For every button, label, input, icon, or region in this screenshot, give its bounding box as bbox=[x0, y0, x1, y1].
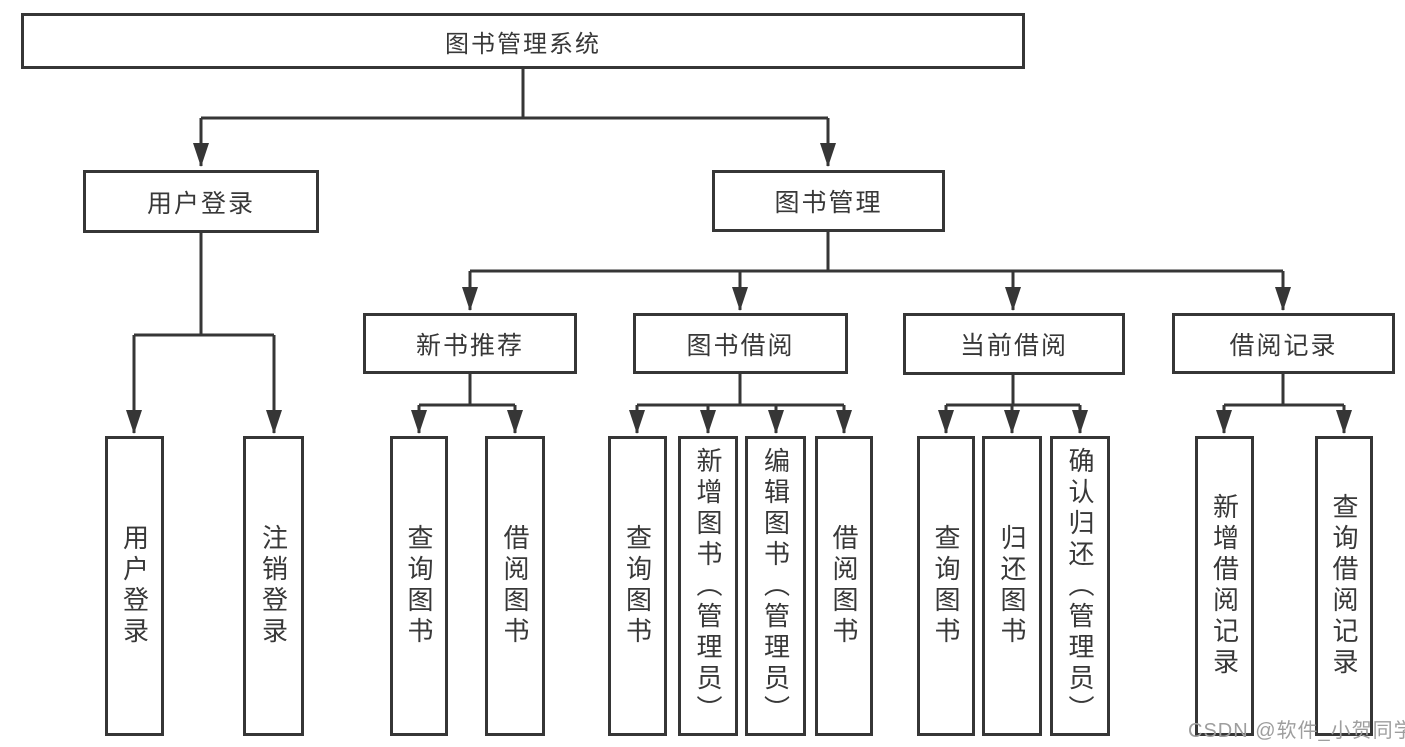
leaf-confirm-return-admin: 确认归还（管理员） bbox=[1050, 436, 1110, 736]
node-book-management: 图书管理 bbox=[712, 170, 945, 232]
leaf-add-borrow-record: 新增借阅记录 bbox=[1195, 436, 1254, 736]
node-root-system: 图书管理系统 bbox=[21, 13, 1025, 69]
leaf-label: 确认归还（管理员） bbox=[1065, 446, 1095, 726]
leaf-label: 查询图书 bbox=[931, 524, 961, 648]
leaf-query-borrow-record: 查询借阅记录 bbox=[1315, 436, 1373, 736]
leaf-logout: 注销登录 bbox=[243, 436, 304, 736]
leaf-borrow-books: 借阅图书 bbox=[815, 436, 873, 736]
leaf-label: 借阅图书 bbox=[829, 524, 859, 648]
leaf-query-books: 查询图书 bbox=[390, 436, 448, 736]
leaf-user-login: 用户登录 bbox=[105, 436, 164, 736]
node-new-book-recommend: 新书推荐 bbox=[363, 313, 577, 374]
node-book-borrow: 图书借阅 bbox=[633, 313, 848, 374]
leaf-query-books: 查询图书 bbox=[608, 436, 667, 736]
node-current-borrow: 当前借阅 bbox=[903, 313, 1125, 375]
leaf-label: 新增图书（管理员） bbox=[693, 446, 723, 726]
leaf-borrow-books: 借阅图书 bbox=[485, 436, 545, 736]
node-user-login: 用户登录 bbox=[83, 170, 319, 233]
leaf-label: 查询借阅记录 bbox=[1329, 493, 1359, 679]
leaf-label: 用户登录 bbox=[119, 524, 150, 648]
leaf-query-books: 查询图书 bbox=[917, 436, 975, 736]
leaf-label: 归还图书 bbox=[997, 524, 1027, 648]
leaf-add-books-admin: 新增图书（管理员） bbox=[678, 436, 738, 736]
leaf-label: 编辑图书（管理员） bbox=[760, 446, 791, 726]
leaf-label: 新增借阅记录 bbox=[1209, 493, 1240, 679]
leaf-label: 注销登录 bbox=[258, 524, 289, 648]
leaf-label: 查询图书 bbox=[404, 524, 434, 648]
node-borrow-records: 借阅记录 bbox=[1172, 313, 1395, 374]
csdn-watermark: CSDN @软件_小贺同学 bbox=[1188, 720, 1405, 742]
connector-trunks bbox=[134, 69, 1344, 407]
leaf-edit-books-admin: 编辑图书（管理员） bbox=[745, 436, 806, 736]
leaf-return-books: 归还图书 bbox=[982, 436, 1042, 736]
leaf-label: 查询图书 bbox=[622, 524, 653, 648]
leaf-label: 借阅图书 bbox=[500, 524, 530, 648]
